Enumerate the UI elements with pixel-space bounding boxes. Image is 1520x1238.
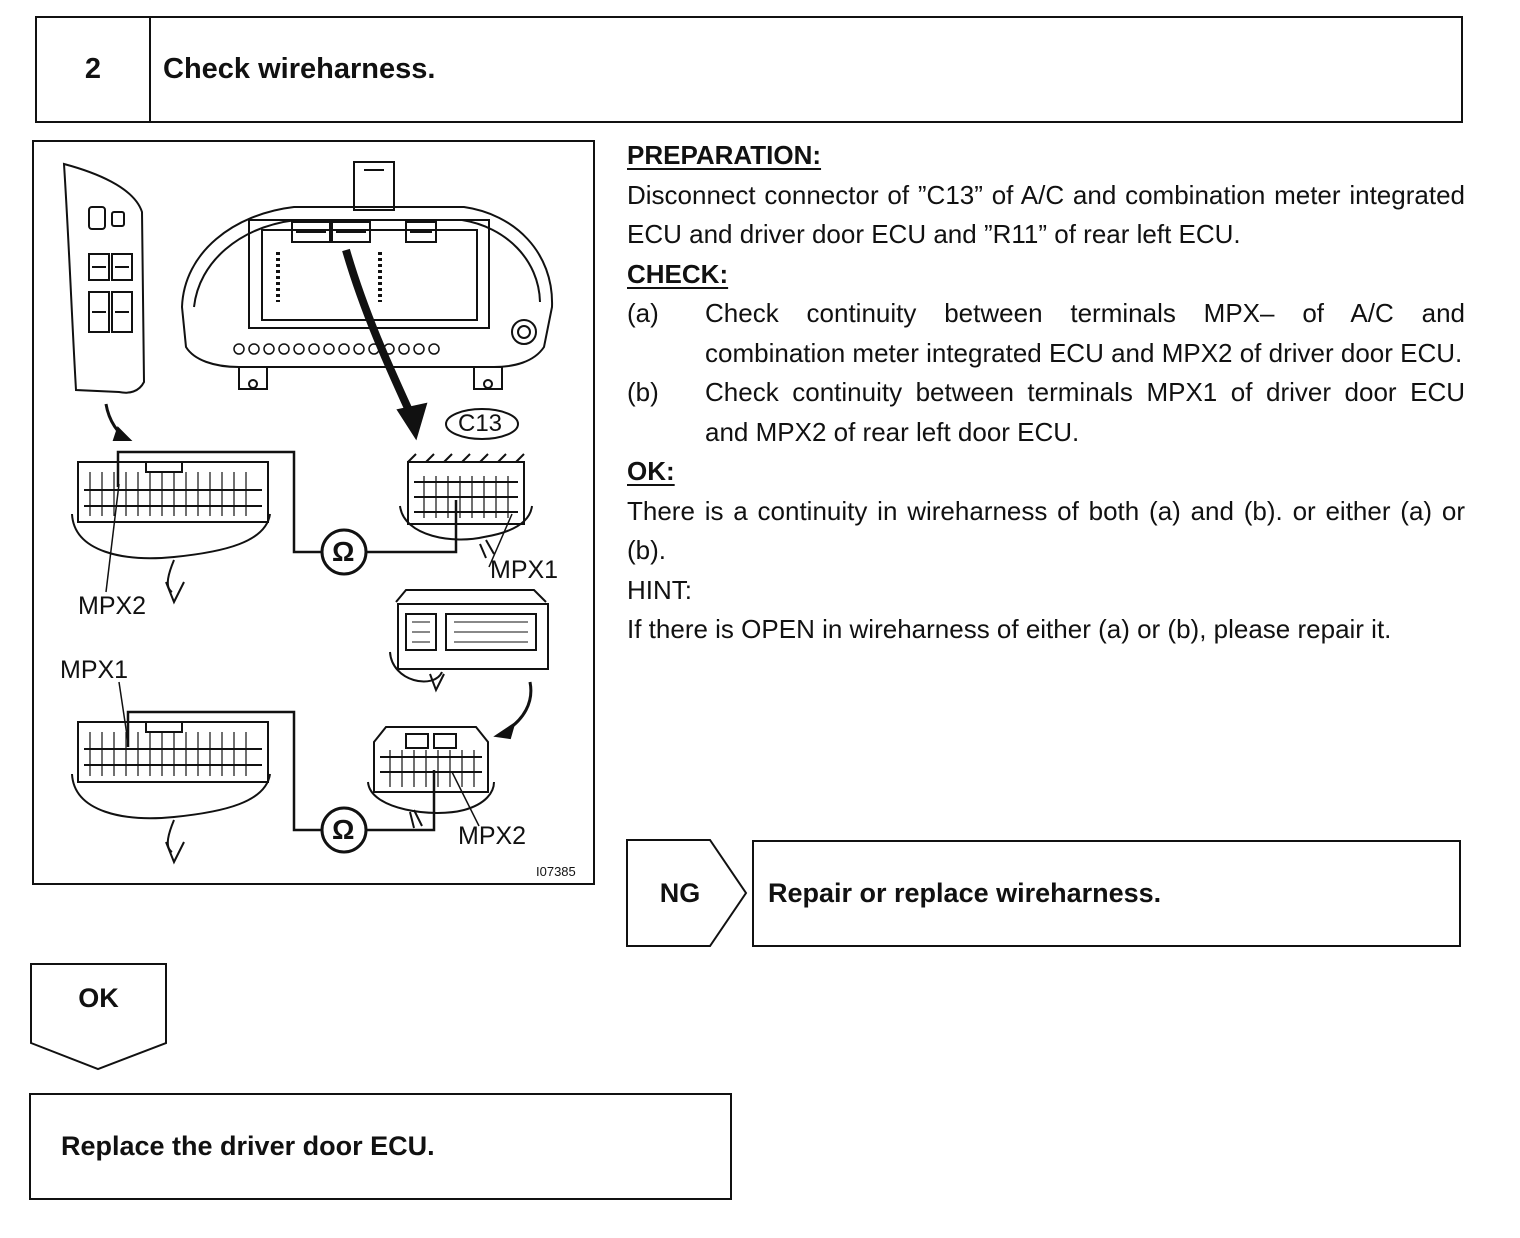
mpx2-label-bottom: MPX2 <box>458 822 527 850</box>
check-item-b: (b) Check continuity between terminals M… <box>627 373 1465 452</box>
ok-text: There is a continuity in wireharness of … <box>627 495 1465 566</box>
c13-label: C13 <box>458 410 503 437</box>
check-item-label: (a) <box>627 298 659 328</box>
ng-branch-arrow: NG <box>626 839 748 947</box>
mpx2-label-left: MPX2 <box>78 592 147 620</box>
step-title: Check wireharness. <box>163 53 436 85</box>
preparation-heading: PREPARATION: <box>627 140 822 170</box>
driver-door-connector-lower <box>71 721 271 865</box>
ok-heading: OK: <box>627 456 675 486</box>
hint-heading: HINT: <box>627 574 692 605</box>
c13-connector <box>399 453 533 559</box>
step-number: 2 <box>37 18 151 121</box>
ng-result-box: Repair or replace wireharness. <box>752 840 1461 947</box>
figure-id: I07385 <box>536 864 576 879</box>
wiring-diagram: C13 Ω Ω MPX1 MPX2 MPX1 MPX2 I07385 <box>32 140 595 885</box>
mpx1-label-top: MPX1 <box>490 556 559 584</box>
mpx1-label-left: MPX1 <box>60 656 129 684</box>
instructions: PREPARATION: Disconnect connector of ”C1… <box>627 136 1465 650</box>
check-item-a: (a) Check continuity between terminals M… <box>627 294 1465 373</box>
ng-label: NG <box>659 877 701 908</box>
lower-ohmmeter-circuit <box>126 710 436 854</box>
check-item-text: Check continuity between terminals MPX1 … <box>705 377 1465 447</box>
preparation-text: Disconnect connector of ”C13” of A/C and… <box>627 179 1465 250</box>
ok-result-box: Replace the driver door ECU. <box>29 1093 732 1200</box>
combination-meter <box>180 161 554 390</box>
check-heading: CHECK: <box>627 258 729 289</box>
check-item-label: (b) <box>627 377 659 407</box>
rear-left-door-ecu <box>389 589 549 693</box>
rear-left-door-connector <box>367 726 495 829</box>
upper-ohmmeter-circuit <box>116 450 458 576</box>
wiring-illustration <box>62 161 554 865</box>
step-header: 2 Check wireharness. <box>35 16 1463 123</box>
ok-label: OK <box>78 983 119 1013</box>
driver-door-connector-upper <box>71 461 271 605</box>
ohm-symbol-upper: Ω <box>332 536 355 567</box>
hint-text: If there is OPEN in wireharness of eithe… <box>627 614 1392 644</box>
ohm-symbol-lower: Ω <box>332 814 355 845</box>
check-item-text: Check continuity between terminals MPX– … <box>705 298 1465 368</box>
driver-door-switch-panel <box>62 162 146 394</box>
ok-branch-arrow: OK <box>30 963 167 1071</box>
